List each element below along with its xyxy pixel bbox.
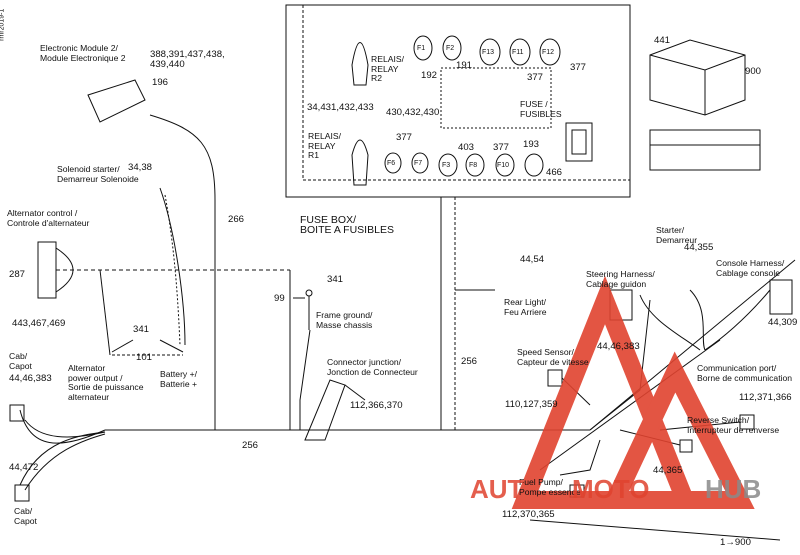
- watermark-triangle-outer: [511, 275, 699, 509]
- relay-r2-label: RELAIS/ RELAY R2: [371, 54, 404, 83]
- alt-control-ref-2: 443,467,469: [12, 318, 66, 329]
- cab-label-1: Cab/ Capot: [9, 351, 32, 371]
- fuse-f11-id: F11: [512, 49, 524, 56]
- watermark-text-right: HUB: [705, 474, 762, 504]
- battery-label: Battery +/ Batterie +: [160, 369, 198, 389]
- fuse-b4-ref: 193: [523, 139, 540, 150]
- comm-port-label: Communication port/ Borne de communicati…: [697, 363, 793, 383]
- detail-ref-900: 900: [745, 66, 762, 77]
- fuse-f12-id: F12: [542, 49, 555, 56]
- fuse-f3-id: F3: [442, 162, 451, 169]
- fuse-box-outline: [285, 4, 631, 198]
- alt-control-label: Alternator control / Controle d'alternat…: [7, 208, 90, 228]
- starter-ref: 44,355: [684, 242, 714, 253]
- detail-box-drawing: [649, 39, 746, 116]
- detail-ref-441: 441: [654, 35, 671, 46]
- watermark-text-mid: MOTO: [572, 474, 650, 504]
- steering-harness-ref: 44,46,383: [597, 341, 640, 352]
- fuse-f8-id: F8: [469, 162, 478, 169]
- ecm-ref: 388,391,437,438, 439,440: [150, 49, 225, 70]
- steering-harness-label: Steering Harness/ Cablage guidon: [586, 269, 655, 289]
- watermark-logo: [511, 275, 755, 509]
- cab-ref-2: 44,472: [9, 462, 39, 473]
- cab-ref-1: 44,46,383: [9, 373, 52, 384]
- fuse-f11-ref: 377: [527, 72, 544, 83]
- connector-junction-ref: 112,366,370: [350, 400, 403, 411]
- connector-junction-label: Connector junction/ Jonction de Connecte…: [327, 357, 418, 377]
- fuel-pump-ref: 112,370,365: [502, 509, 555, 520]
- fuse-f12-ref: 377: [570, 62, 587, 73]
- relay-r2-symbol: [351, 42, 369, 86]
- wire-ref-256-a: 256: [242, 440, 259, 451]
- fuse-f10-id: F10: [497, 162, 510, 169]
- ref-99: 99: [274, 293, 285, 304]
- fuse-f6-id: F6: [387, 160, 396, 167]
- speed-sensor-ref: 110,127,359: [505, 399, 558, 410]
- rear-light-ref: 44,54: [520, 254, 545, 265]
- relay-r2-ref: 34,431,432,433: [307, 102, 374, 113]
- relay-r1-symbol: [351, 139, 369, 186]
- wire-ref-266-a: 266: [228, 214, 245, 225]
- rear-light-label: Rear Light/ Feu Arriere: [504, 297, 547, 317]
- speed-sensor-label: Speed Sensor/ Capteur de vitesse: [517, 347, 589, 367]
- ref-101: 101: [136, 352, 153, 363]
- ref-341-b: 341: [327, 274, 344, 285]
- fuse-b3-ref: 377: [493, 142, 510, 153]
- fuse-b2-ref: 403: [458, 142, 475, 153]
- ref-341-a: 341: [133, 324, 150, 335]
- solenoid-label: Solenoid starter/ Demarreur Solenoide: [57, 164, 139, 184]
- fuse-box-label: FUSE BOX/ BOITE A FUSIBLES: [300, 214, 394, 236]
- starter-label: Starter/ Demarreur: [656, 225, 698, 245]
- ecm-harness: [149, 114, 216, 430]
- fuse-f2-ref: 192: [421, 70, 438, 81]
- watermark-text-left: AUT: [470, 474, 524, 504]
- ecm-ref-196: 196: [152, 77, 169, 88]
- reverse-switch-ref: 44,365: [653, 465, 683, 476]
- fuse-f2-id: F2: [446, 45, 455, 52]
- watermark-triangle-right: [600, 351, 755, 509]
- document-id: rmr2019-1: [0, 8, 6, 41]
- relay-r1-label: RELAIS/ RELAY R1: [308, 131, 341, 160]
- footer-ref: 1→900: [720, 537, 751, 548]
- cab-label-2: Cab/ Capot: [14, 506, 37, 526]
- fuse-f13-ref: 191: [456, 60, 473, 71]
- console-harness-ref: 44,309: [768, 317, 798, 328]
- wire-ref-256-b: 256: [461, 356, 478, 367]
- reverse-switch-label: Reverse Switch/ Interrupteur de renverse: [687, 415, 780, 435]
- fuel-pump-label: Fuel Pump/ Pompe essence: [519, 477, 581, 497]
- fuse-f13-id: F13: [482, 49, 495, 56]
- ecm-label: Electronic Module 2/ Module Electronique…: [40, 43, 126, 63]
- fuse-f1-id: F1: [417, 45, 426, 52]
- comm-port-ref: 112,371,366: [739, 392, 792, 403]
- fuse-block-ref: 430,432,430: [386, 107, 440, 118]
- alt-control-ref: 287: [9, 269, 26, 280]
- alternator-output-label: Alternator power output / Sortie de puis…: [68, 363, 144, 402]
- fuse-b5-ref: 466: [546, 167, 563, 178]
- frame-ground-label: Frame ground/ Masse chassis: [316, 310, 373, 330]
- console-harness-label: Console Harness/ Cablage console: [716, 258, 785, 278]
- fuse-label: FUSE / FUSIBLES: [520, 99, 562, 119]
- solenoid-ref: 34,38: [128, 162, 153, 173]
- fuse-b1-ref: 377: [396, 132, 413, 143]
- fuse-f7-id: F7: [414, 160, 423, 167]
